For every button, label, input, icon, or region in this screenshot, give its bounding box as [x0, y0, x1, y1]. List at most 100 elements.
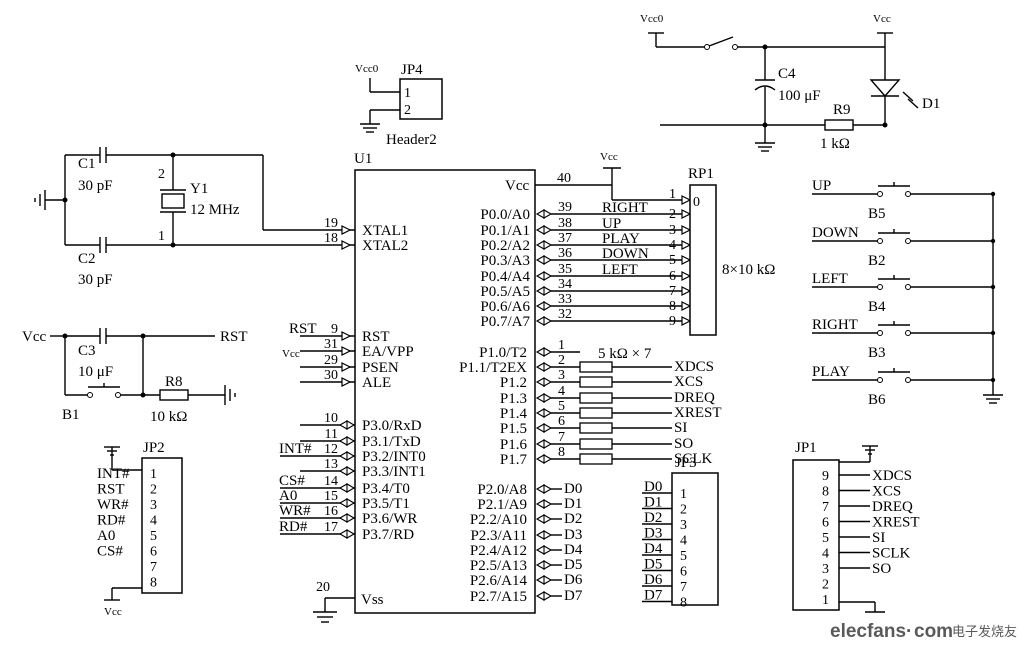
pin-number-30: 30: [324, 368, 338, 383]
c4-ref: C4: [778, 66, 796, 82]
p1-net-5: SI: [674, 420, 687, 436]
watermark-dot: ·: [906, 621, 912, 642]
watermark: elecfans · com 电子发烧友: [830, 621, 1017, 642]
button-contact-a-1: [877, 238, 883, 244]
pin-number-12: 12: [324, 442, 338, 457]
jp1-pin-4: 4: [822, 547, 829, 562]
jp2-net-4: A0: [97, 528, 115, 544]
reset-circuit: Vcc RST C3 10 μF R8 10 kΩ B1: [22, 328, 248, 425]
p2-net-4: D4: [564, 542, 583, 558]
jp2-pin-5: 5: [150, 529, 157, 544]
jp3-pin-4: 4: [680, 534, 687, 549]
jp2-pin-3: 3: [150, 498, 157, 513]
button-contact-b-4: [905, 377, 911, 383]
power-vcc0: Vcc0: [640, 13, 664, 25]
p2-arrow-6: [535, 575, 553, 585]
p2-arrow-7: [535, 591, 553, 601]
p0-arrow-4: [535, 271, 553, 281]
p2-arrow-3: [535, 530, 553, 540]
p0-end-arrow-0: [681, 209, 692, 219]
y1-value: 12 MHz: [190, 202, 240, 218]
p1-pin-4: 4: [558, 384, 565, 399]
p2-label-3: P2.3/A11: [470, 528, 527, 544]
p2-net-6: D6: [564, 572, 583, 588]
net-ea-vcc: Vcc: [282, 348, 300, 360]
p1-pin-3: 3: [558, 368, 565, 383]
p0-pin-32: 32: [558, 307, 572, 322]
jp1-net-5: SCLK: [872, 546, 911, 562]
rp1-pin-6: 6: [669, 269, 676, 284]
p1-resistor-6: [579, 438, 613, 450]
rp1-pin-3: 3: [669, 223, 676, 238]
jp3-net-3: D3: [644, 526, 662, 542]
jp3-pin-3: 3: [680, 518, 687, 533]
button-node-4: [990, 377, 996, 383]
p2-label-4: P2.4/A12: [470, 543, 527, 559]
p1-pin-1: 1: [558, 338, 565, 353]
pin-arrow-30: [341, 377, 352, 387]
button-contact-b-1: [905, 238, 911, 244]
p2-arrow-5: [535, 560, 553, 570]
p1-arrow-5: [535, 423, 553, 433]
jp3-net-6: D6: [644, 572, 663, 588]
rp1-pin-9: 9: [669, 314, 676, 329]
net-left-2: A0: [279, 488, 297, 504]
reset-net: RST: [220, 329, 248, 345]
pin-number-15: 15: [324, 489, 338, 504]
jp3-pin-8: 8: [680, 596, 687, 611]
u1-name: U1: [354, 151, 372, 167]
jp1-pin-5: 5: [822, 531, 829, 546]
u1-chip: U1 40 Vcc Vcc 20 Vss: [313, 151, 621, 623]
pin-label-14: P3.4/T0: [362, 481, 410, 497]
pin-number-14: 14: [324, 474, 338, 489]
p0-end-arrow-7: [681, 316, 692, 326]
c3-ref: C3: [78, 343, 96, 359]
jp3-net-0: D0: [644, 479, 662, 495]
jp1-net-3: XREST: [872, 515, 920, 531]
c1-value: 30 pF: [78, 178, 113, 194]
button-ref-1: B2: [868, 253, 886, 269]
jp3-net-1: D1: [644, 495, 662, 511]
power-led-circuit: Vcc0 Vcc D1 C4 100 μF R9 1 kΩ: [640, 13, 940, 152]
jp3-pin-1: 1: [680, 487, 687, 502]
jp2-net-5: CS#: [97, 544, 123, 560]
p0-end-arrow-2: [681, 240, 692, 250]
p1-label-6: P1.6: [500, 437, 528, 453]
r8-value: 10 kΩ: [150, 409, 187, 425]
reset-vcc: Vcc: [22, 329, 46, 345]
net-left-1: CS#: [279, 473, 305, 489]
p1-label-0: P1.0/T2: [479, 345, 527, 361]
p0-end-arrow-6: [681, 301, 692, 311]
pin-number-13: 13: [324, 457, 338, 472]
button-label-0: UP: [812, 178, 831, 194]
pin-arrow-16: [338, 513, 356, 523]
p0-end-arrow-3: [681, 255, 692, 265]
jp4-vcc: Vcc0: [355, 63, 379, 75]
p1-label-5: P1.5: [500, 421, 527, 437]
jp2-pin-4: 4: [150, 514, 157, 529]
p1-pin-7: 7: [558, 430, 565, 445]
p2-net-0: D0: [564, 481, 582, 497]
p0-label-3: P0.3/A3: [480, 253, 530, 269]
rp1-pin-1: 1: [669, 187, 676, 202]
p0-label-0: P0.0/A0: [480, 207, 530, 223]
p2-arrow-4: [535, 545, 553, 555]
button-label-2: LEFT: [812, 271, 848, 287]
jp2-net-2: WR#: [97, 497, 129, 513]
pin-number-19: 19: [324, 216, 338, 231]
rp1-value: 8×10 kΩ: [722, 262, 775, 278]
rp1-common: 0: [693, 195, 700, 210]
pin-label-11: P3.1/TxD: [362, 434, 421, 450]
p0-label-4: P0.4/A4: [480, 269, 530, 285]
jp2-pin-2: 2: [150, 483, 157, 498]
jp2-net-0: INT#: [97, 466, 130, 482]
c3-value: 10 μF: [78, 364, 113, 380]
p1-arrow-6: [535, 439, 553, 449]
p0-net-3: DOWN: [602, 246, 649, 262]
c2-value: 30 pF: [78, 272, 113, 288]
jp3-net-2: D2: [644, 510, 662, 526]
jp2-net-1: RST: [97, 482, 125, 498]
pin-label-9: RST: [362, 329, 390, 345]
